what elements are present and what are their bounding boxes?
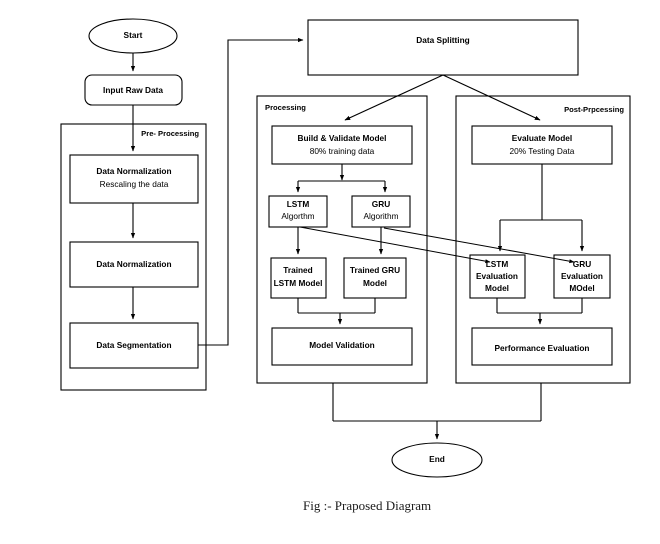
node-build-validate-model-sublabel: 80% training data <box>310 146 375 156</box>
node-model-validation[interactable] <box>271 327 413 366</box>
node-lstm-evaluation-model-sublabel: Evaluation <box>476 271 518 281</box>
node-data-splitting[interactable] <box>307 19 579 76</box>
node-gru-evaluation-model-sublabel2: MOdel <box>569 283 594 293</box>
node-data-splitting-label: Data Splitting <box>416 35 469 45</box>
node-build-validate-model[interactable] <box>271 125 413 165</box>
node-lstm-evaluation-model-sublabel2: Model <box>485 283 509 293</box>
node-gru-algorithm[interactable] <box>351 195 411 228</box>
node-gru-evaluation-model-label: GRU <box>573 259 591 269</box>
node-gru-algorithm-sublabel: Algorithm <box>363 211 398 221</box>
node-model-validation-label: Model Validation <box>309 340 374 350</box>
node-lstm-algorithm[interactable] <box>268 195 328 228</box>
node-data-normalization-1-sublabel: Rescaling the data <box>100 179 169 189</box>
node-evaluate-model-sublabel: 20% Testing Data <box>510 146 575 156</box>
edge-lstm-algorithm-to-lstm-evaluation <box>299 226 491 264</box>
node-build-validate-model-label: Build & Validate Model <box>298 133 387 143</box>
node-lstm-algorithm-label: LSTM <box>287 199 310 209</box>
panel-post-processing <box>455 95 631 384</box>
node-lstm-evaluation-model[interactable] <box>469 254 526 299</box>
node-evaluate-model-label: Evaluate Model <box>512 133 572 143</box>
node-lstm-algorithm-sublabel: Algorthm <box>281 211 314 221</box>
node-trained-gru-model[interactable] <box>343 257 407 299</box>
node-evaluate-model[interactable] <box>471 125 613 165</box>
edge-splitting-to-evaluate <box>442 74 541 121</box>
node-end[interactable] <box>391 442 483 478</box>
node-trained-gru-model-label: Trained GRU <box>350 265 400 275</box>
node-trained-lstm-model-label: Trained <box>283 265 313 275</box>
node-trained-lstm-model-sublabel: LSTM Model <box>274 278 323 288</box>
node-start-label: Start <box>124 30 143 40</box>
node-performance-evaluation-label: Performance Evaluation <box>495 343 590 353</box>
figure-caption: Fig :- Praposed Diagram <box>303 498 431 513</box>
node-data-normalization-2[interactable] <box>69 241 199 288</box>
edge-gru-algorithm-to-gru-evaluation <box>383 227 575 264</box>
node-trained-lstm-model[interactable] <box>270 257 327 299</box>
node-gru-algorithm-label: GRU <box>372 199 390 209</box>
node-trained-gru-model-sublabel: Model <box>363 278 387 288</box>
panel-processing-label: Processing <box>265 103 306 112</box>
node-data-segmentation[interactable] <box>69 322 199 369</box>
node-data-normalization-1-label: Data Normalization <box>96 166 171 176</box>
node-performance-evaluation[interactable] <box>471 327 613 366</box>
node-lstm-evaluation-model-label: LSTM <box>486 259 509 269</box>
edge-splitting-to-build <box>344 74 444 121</box>
node-end-label: End <box>429 454 445 464</box>
node-gru-evaluation-model[interactable] <box>553 254 611 299</box>
node-input-raw-data-label: Input Raw Data <box>103 85 163 95</box>
node-data-normalization-2-label: Data Normalization <box>96 259 171 269</box>
panel-pre-processing-label: Pre- Processing <box>141 129 199 138</box>
panel-processing <box>256 95 428 384</box>
node-data-normalization-1[interactable] <box>69 154 199 204</box>
node-data-segmentation-label: Data Segmentation <box>96 340 171 350</box>
edge-segmentation-to-splitting <box>198 37 304 346</box>
node-gru-evaluation-model-sublabel: Evaluation <box>561 271 603 281</box>
panel-post-processing-label: Post-Prpcessing <box>564 105 624 114</box>
